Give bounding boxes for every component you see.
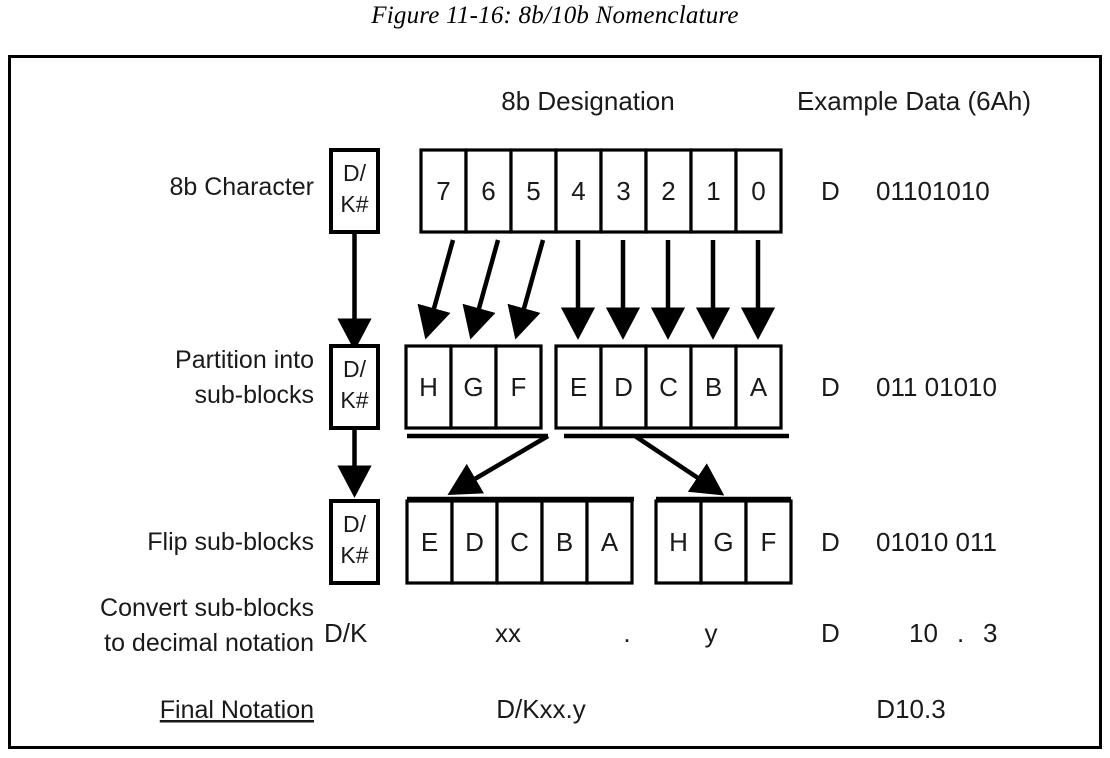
row-label-flip-sub-blocks: Flip sub-blocks — [147, 528, 314, 556]
example-prefix-flip: D — [821, 527, 840, 557]
control-box-line1: D/ — [343, 356, 367, 382]
row-convert-to-decimal: Convert sub-blocks to decimal notation D… — [100, 594, 997, 657]
row-partition-into-sub-blocks: Partition into sub-blocks D/ K# H G F E — [175, 344, 997, 430]
row-label-convert-line1: Convert sub-blocks — [100, 594, 314, 622]
sub-block-cell: E — [570, 372, 587, 402]
sub-block-cell: A — [601, 527, 619, 557]
example-value-8b-character: 01101010 — [876, 176, 990, 206]
sub-block-group-right-partition: E D C B A — [554, 344, 783, 430]
bit-cell: 7 — [436, 176, 450, 206]
example-prefix-8b-character: D — [821, 176, 840, 206]
sub-block-cell: D — [614, 372, 633, 402]
example-decimal-right: 3 — [983, 618, 997, 648]
bit-cell: 2 — [661, 176, 675, 206]
control-box-flip: D/ K# — [329, 499, 380, 585]
sub-block-cell: A — [750, 372, 768, 402]
control-box-partition: D/ K# — [329, 344, 380, 430]
example-prefix-partition: D — [821, 372, 840, 402]
mapping-arrows-row1-to-row2 — [417, 239, 776, 340]
sub-block-cell: E — [421, 527, 438, 557]
row-flip-sub-blocks: Flip sub-blocks D/ K# E D C B A — [147, 499, 997, 585]
example-decimal-dot: . — [957, 618, 964, 648]
sub-block-cell: H — [419, 372, 438, 402]
nomenclature-diagram: 8b Designation Example Data (6Ah) 8b Cha… — [100, 86, 1031, 724]
convert-control-text: D/K — [324, 618, 368, 648]
bit-cell: 4 — [571, 176, 585, 206]
sub-block-cell: D — [465, 527, 484, 557]
bit-cell: 5 — [526, 176, 540, 206]
header-example-data: Example Data (6Ah) — [797, 86, 1031, 116]
figure-title: Figure 11-16: 8b/10b Nomenclature — [371, 2, 739, 29]
sub-block-cell: G — [463, 372, 483, 402]
example-value-partition: 011 01010 — [876, 372, 997, 402]
sub-block-cell: C — [659, 372, 678, 402]
sub-block-cell: G — [713, 527, 733, 557]
control-box-line1: D/ — [343, 511, 367, 537]
example-prefix-convert: D — [821, 618, 840, 648]
sub-block-cell: F — [761, 527, 777, 557]
sub-block-cell: H — [669, 527, 688, 557]
bit-cell: 6 — [481, 176, 495, 206]
diagram-frame: 8b Designation Example Data (6Ah) 8b Cha… — [8, 55, 1102, 749]
sub-block-cell: B — [705, 372, 722, 402]
control-box-line1: D/ — [343, 160, 367, 186]
row-label-partition-line1: Partition into — [175, 346, 314, 374]
bit-cell: 1 — [706, 176, 720, 206]
sub-block-cell: F — [511, 372, 527, 402]
control-box-line2: K# — [340, 542, 368, 568]
flip-crossing-arrows — [407, 433, 791, 502]
sub-block-group-left-partition: H G F — [404, 344, 543, 430]
row-final-notation: Final Notation D/Kxx.y D10.3 — [160, 694, 946, 724]
convert-notation-y: y — [705, 618, 718, 648]
convert-notation-xx: xx — [495, 618, 521, 648]
row-8b-character: 8b Character D/ K# 7 6 5 4 3 2 — [169, 148, 990, 234]
example-value-flip: 01010 011 — [876, 527, 997, 557]
sub-block-group-left-flip: E D C B A — [405, 499, 634, 585]
control-box-8b-character: D/ K# — [329, 148, 380, 234]
bit-cells-8b-character: 7 6 5 4 3 2 1 0 — [419, 148, 783, 234]
convert-notation-dot: . — [623, 618, 630, 648]
final-notation-example: D10.3 — [876, 694, 945, 724]
row-label-8b-character: 8b Character — [169, 173, 314, 201]
bit-cell: 3 — [616, 176, 630, 206]
control-box-line2: K# — [340, 387, 368, 413]
sub-block-cell: C — [510, 527, 529, 557]
sub-block-group-right-flip: H G F — [654, 499, 793, 585]
final-notation-generic: D/Kxx.y — [496, 694, 586, 724]
row-label-final-notation: Final Notation — [160, 696, 314, 724]
row-label-partition-line2: sub-blocks — [195, 381, 315, 409]
example-decimal-left: 10 — [909, 618, 938, 648]
bit-cell: 0 — [751, 176, 765, 206]
header-8b-designation: 8b Designation — [501, 86, 674, 116]
row-label-convert-line2: to decimal notation — [104, 629, 314, 657]
sub-block-cell: B — [556, 527, 573, 557]
control-box-line2: K# — [340, 191, 368, 217]
